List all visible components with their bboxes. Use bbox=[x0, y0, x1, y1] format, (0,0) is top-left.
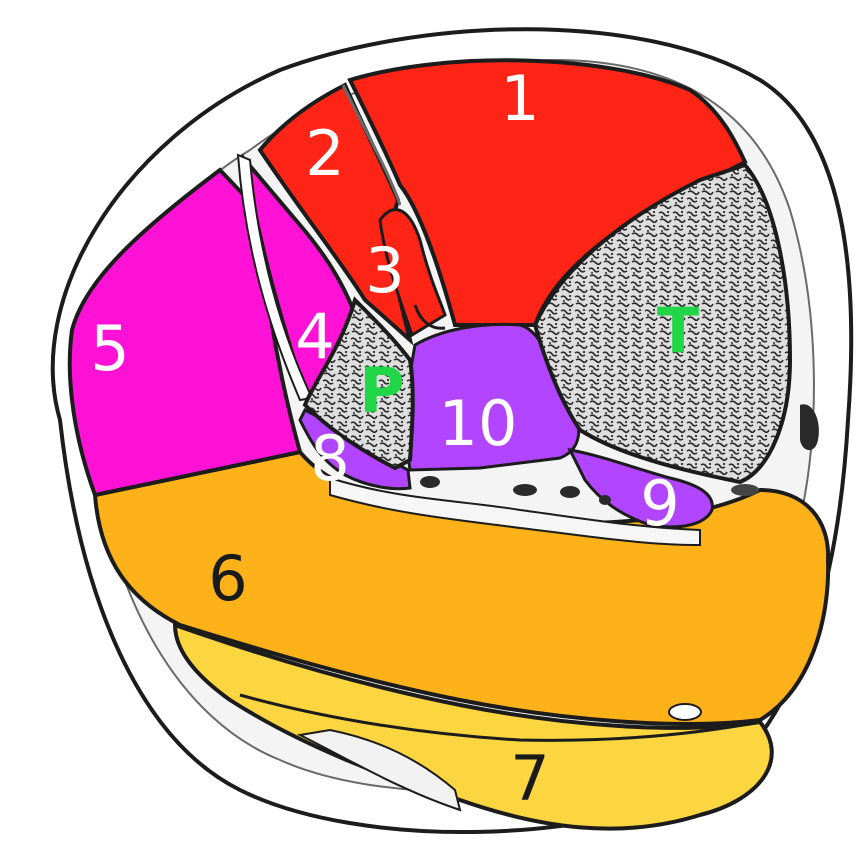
label-9: 9 bbox=[640, 467, 679, 540]
label-5: 5 bbox=[90, 312, 129, 385]
label-7: 7 bbox=[510, 742, 549, 815]
vessel-3 bbox=[560, 486, 580, 498]
vessel-5 bbox=[731, 484, 759, 496]
label-4: 4 bbox=[295, 300, 334, 373]
vessel-2 bbox=[513, 484, 537, 496]
label-2: 2 bbox=[305, 117, 344, 190]
label-1: 1 bbox=[500, 62, 539, 135]
vessel-1 bbox=[420, 476, 440, 488]
label-6: 6 bbox=[208, 542, 247, 615]
label-fibula: P bbox=[359, 354, 404, 427]
label-3: 3 bbox=[365, 234, 404, 307]
label-8: 8 bbox=[310, 422, 349, 495]
label-10: 10 bbox=[439, 387, 518, 460]
vessel-small bbox=[669, 704, 701, 720]
vessel-4 bbox=[599, 495, 611, 505]
label-tibia: T bbox=[657, 294, 699, 367]
